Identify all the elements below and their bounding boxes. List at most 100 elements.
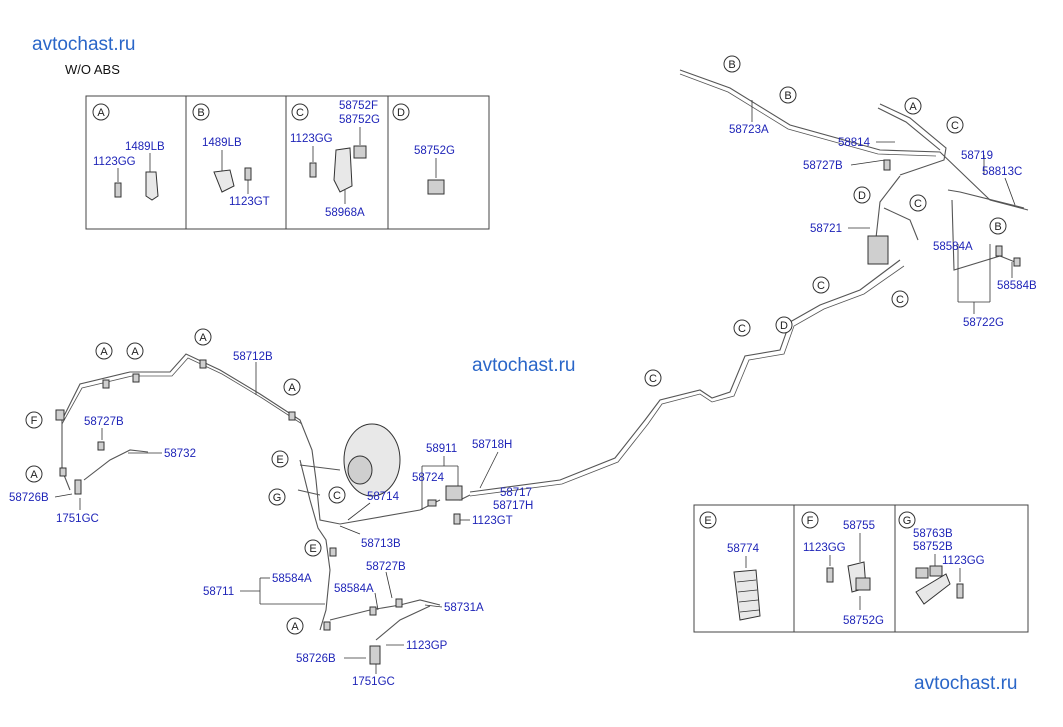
bolt-part <box>956 583 964 599</box>
bolt-part <box>244 167 252 181</box>
watermark-center: avtochast.ru <box>472 355 576 376</box>
label-58584b: 58584B <box>997 280 1037 292</box>
clip-part <box>929 565 943 577</box>
detail-f-letter: F <box>807 515 814 527</box>
callout-b-1: B <box>728 59 735 71</box>
watermark-bottom-right: avtochast.ru <box>914 673 1018 694</box>
callout-d-2: D <box>780 320 788 332</box>
detail-e-letter: E <box>704 515 711 527</box>
detail-a-part-1489lb: 1489LB <box>125 141 165 153</box>
callout-a-1: A <box>909 101 917 113</box>
detail-g-part-1123gg: 1123GG <box>942 555 985 567</box>
diagram-callouts: B B A C D C B C C C D C A A A A F A E G … <box>25 55 1007 635</box>
detail-b-part-1123gt: 1123GT <box>229 196 270 208</box>
callout-a-6: A <box>30 469 38 481</box>
label-58723a: 58723A <box>729 124 769 136</box>
detail-c-part-58752f: 58752F <box>339 100 378 112</box>
label-58714: 58714 <box>367 491 400 503</box>
callout-f-1: F <box>31 415 38 427</box>
callout-a-5: A <box>288 382 296 394</box>
detail-g-part-58763b: 58763B <box>913 528 953 540</box>
label-1123gt: 1123GT <box>472 515 513 527</box>
detail-b-part-1489lb: 1489LB <box>202 137 242 149</box>
label-58724: 58724 <box>412 472 445 484</box>
callout-a-2: A <box>199 332 207 344</box>
fittings <box>55 159 1021 665</box>
callout-c-4: C <box>817 280 825 292</box>
callout-c-7: C <box>333 490 341 502</box>
label-58718h: 58718H <box>472 439 512 451</box>
label-58712b: 58712B <box>233 351 273 363</box>
clip-part <box>427 179 445 195</box>
label-58584a-right: 58584A <box>933 241 973 253</box>
callout-a-7: A <box>291 621 299 633</box>
callout-d-1: D <box>858 190 866 202</box>
detail-d-letter: D <box>397 107 405 119</box>
label-1751gc-bottom: 1751GC <box>352 676 395 688</box>
callout-e-1: E <box>276 454 283 466</box>
detail-c-part-58752g: 58752G <box>339 114 380 126</box>
bracket-part <box>145 171 159 201</box>
label-58911: 58911 <box>426 443 457 455</box>
label-58717h: 58717H <box>493 500 533 512</box>
detail-g-letter: G <box>903 515 912 527</box>
callout-c-6: C <box>649 373 657 385</box>
label-58727b-bottom: 58727B <box>366 561 406 573</box>
callout-a-3: A <box>100 346 108 358</box>
label-58813c: 58813C <box>982 166 1022 178</box>
callout-g-1: G <box>273 492 282 504</box>
detail-c-letter: C <box>296 107 304 119</box>
part-labels: 58723A 58814 58727B 58719 58813C 58721 5… <box>9 124 1037 688</box>
bracket-part <box>915 573 951 605</box>
clip-part <box>915 567 929 579</box>
bracket-part <box>333 147 353 193</box>
label-58732: 58732 <box>164 448 196 460</box>
label-58731a: 58731A <box>444 602 484 614</box>
label-58713b: 58713B <box>361 538 401 550</box>
detail-box-top: A 1489LB 1123GG B 1489LB 1123GT C 58752F… <box>85 95 490 230</box>
detail-c-part-58968a: 58968A <box>325 207 365 219</box>
callout-b-2: B <box>784 90 791 102</box>
label-58721: 58721 <box>810 223 842 235</box>
bolt-part <box>114 182 122 198</box>
detail-e-part-58774: 58774 <box>727 543 760 555</box>
label-58584a-bottom-1: 58584A <box>272 573 312 585</box>
detail-a-letter: A <box>97 107 105 119</box>
callout-e-2: E <box>309 543 316 555</box>
clip-part <box>855 577 871 591</box>
label-58717: 58717 <box>500 487 532 499</box>
label-58727b-right: 58727B <box>803 160 843 172</box>
brake-pipes <box>61 69 1029 641</box>
label-1751gc-left: 1751GC <box>56 513 99 525</box>
detail-f-part-58755: 58755 <box>843 520 875 532</box>
label-1123gp: 1123GP <box>406 640 448 652</box>
bolt-part <box>826 567 834 583</box>
clip-part <box>353 145 367 159</box>
detail-f-part-58752g: 58752G <box>843 615 884 627</box>
callout-c-3: C <box>896 294 904 306</box>
detail-box-bottom: E 58774 F 58755 1123GG 58752G G 58763B 5… <box>693 504 1029 633</box>
detail-c-part-1123gg: 1123GG <box>290 133 333 145</box>
detail-d-part-58752g: 58752G <box>414 145 455 157</box>
callout-b-3: B <box>994 221 1001 233</box>
label-58726b-bottom: 58726B <box>296 653 336 665</box>
bracket-part <box>213 169 235 193</box>
callout-c-1: C <box>951 120 959 132</box>
label-58727b-left: 58727B <box>84 416 124 428</box>
callout-a-4: A <box>131 346 139 358</box>
label-58584a-bottom-2: 58584A <box>334 583 374 595</box>
detail-a-part-1123gg: 1123GG <box>93 156 136 168</box>
bolt-part <box>309 162 317 178</box>
callout-c-2: C <box>914 198 922 210</box>
label-58711: 58711 <box>203 586 234 598</box>
label-58719: 58719 <box>961 150 993 162</box>
detail-g-part-58752b: 58752B <box>913 541 953 553</box>
watermark-top-left: avtochast.ru <box>32 34 136 55</box>
leader-lines <box>54 100 1016 674</box>
label-58722g: 58722G <box>963 317 1004 329</box>
grommet-part <box>733 569 761 621</box>
label-58814: 58814 <box>838 137 871 149</box>
callout-c-5: C <box>738 323 746 335</box>
label-58726b-left: 58726B <box>9 492 49 504</box>
